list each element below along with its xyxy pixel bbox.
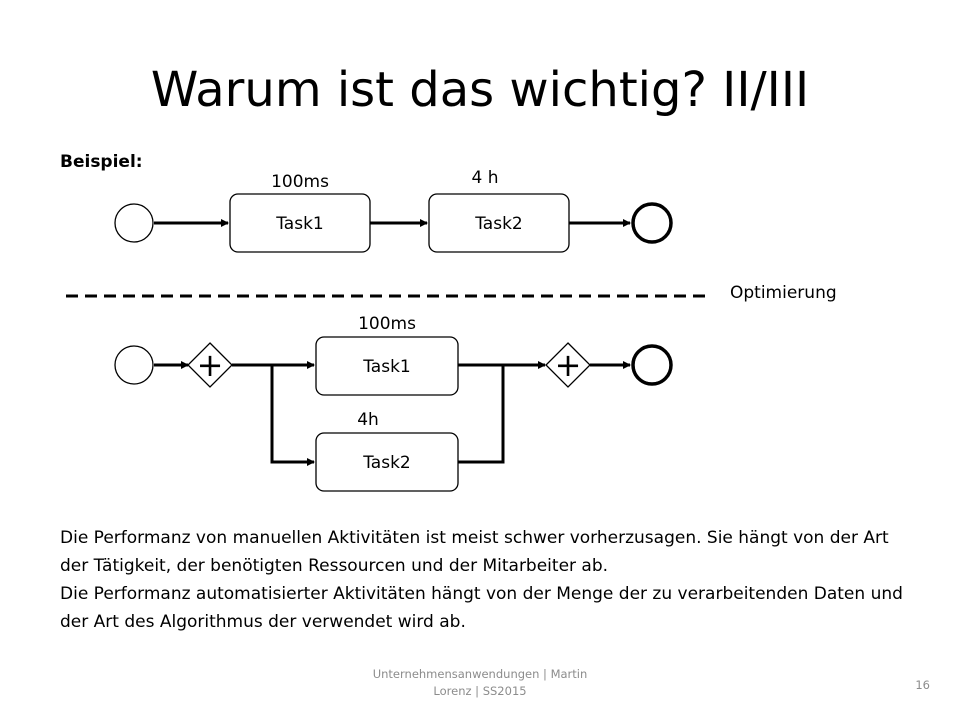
- footer-line2: Lorenz | SS2015: [433, 684, 527, 698]
- end-event-bottom: [631, 344, 673, 386]
- parallel-process: + Task1 100ms Task2 4h +: [114, 314, 673, 492]
- task2-label-bottom: Task2: [362, 453, 411, 473]
- task2-duration-bottom: 4h: [357, 410, 379, 430]
- slide-title: Warum ist das wichtig? II/III: [150, 62, 810, 118]
- paragraph-automated: Die Performanz automatisierter Aktivität…: [60, 584, 903, 632]
- start-event-top: [114, 203, 154, 243]
- task2-duration-top: 4 h: [472, 168, 499, 188]
- page-number: 16: [915, 678, 930, 692]
- flow-split-task2: [270, 365, 315, 466]
- example-label: Beispiel:: [60, 152, 143, 172]
- flow-task2-join: [458, 365, 505, 464]
- split-gateway-plus: +: [197, 346, 224, 384]
- task1-label-bottom: Task1: [362, 357, 411, 377]
- task1-duration-top: 100ms: [271, 172, 329, 192]
- sequential-process: Task1 100ms Task2 4 h: [114, 168, 673, 253]
- task1-label-top: Task1: [275, 214, 324, 234]
- optimization-label: Optimierung: [730, 283, 837, 303]
- join-gateway-plus: +: [555, 346, 582, 384]
- explanation-text: Die Performanz von manuellen Aktivitäten…: [60, 524, 920, 636]
- task2-label-top: Task2: [474, 214, 523, 234]
- end-event-top: [631, 202, 673, 244]
- footer-line1: Unternehmensanwendungen | Martin: [372, 667, 588, 681]
- parallel-join-gateway: +: [545, 342, 591, 388]
- start-event-bottom: [114, 345, 154, 385]
- parallel-split-gateway: +: [187, 342, 233, 388]
- task1-duration-bottom: 100ms: [358, 314, 416, 334]
- paragraph-manual: Die Performanz von manuellen Aktivitäten…: [60, 528, 889, 576]
- footer: Unternehmensanwendungen | Martin Lorenz …: [330, 666, 630, 700]
